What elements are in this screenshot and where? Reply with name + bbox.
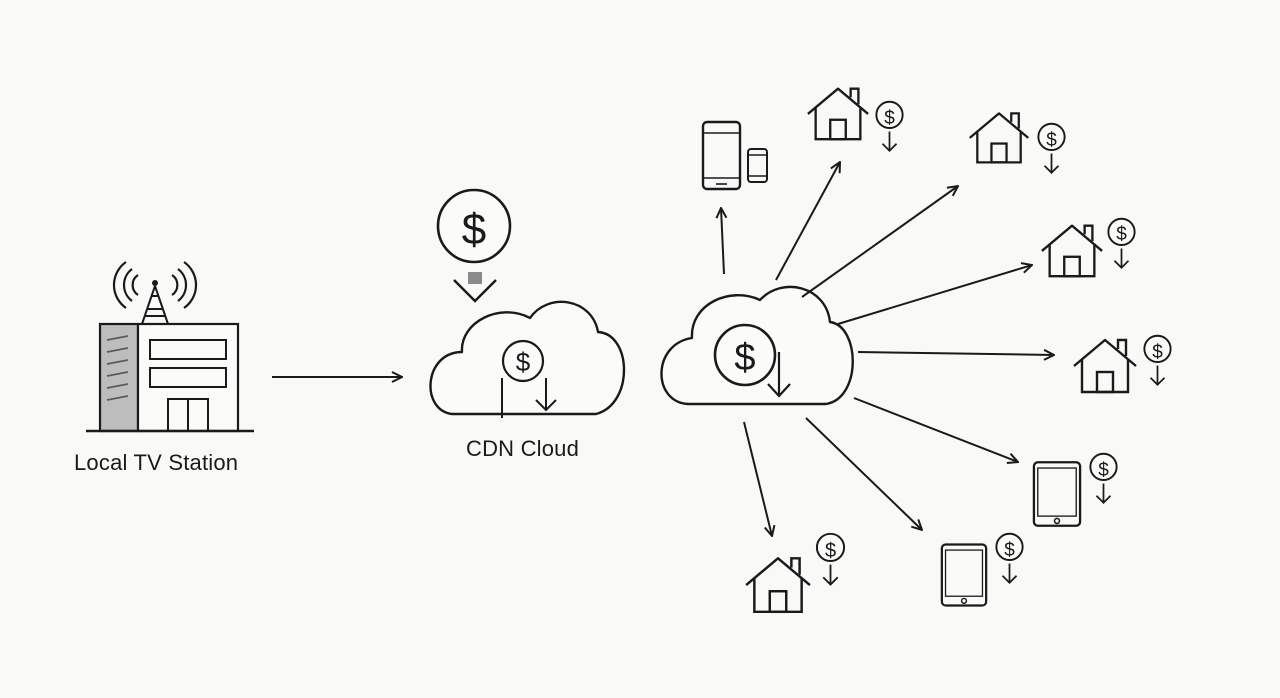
svg-text:$: $ <box>1098 460 1109 481</box>
arrow-to-house-4 <box>857 352 1054 355</box>
house-icon: $ <box>744 532 846 614</box>
arrow-to-tablet-1 <box>853 397 1018 462</box>
arrow-to-house-3 <box>837 265 1032 325</box>
cdn-cloud-icon: $ <box>429 300 626 418</box>
distribution-cloud-icon: $ <box>660 285 854 406</box>
svg-text:$: $ <box>516 347 531 377</box>
dollar-coin-icon: $ <box>436 188 512 264</box>
house-icon: $ <box>968 112 1066 174</box>
arrow-to-house-1 <box>775 162 840 281</box>
arrow-to-phones <box>721 208 724 275</box>
house-icon: $ <box>1072 334 1172 394</box>
arrow-to-house-5 <box>743 421 772 536</box>
distribution-arrows <box>721 162 1054 536</box>
svg-text:$: $ <box>1004 540 1015 561</box>
cdn-label: CDN Cloud <box>466 436 580 461</box>
tv-station-icon <box>86 261 254 433</box>
tablet-icon: $ <box>1032 452 1118 527</box>
svg-text:$: $ <box>462 205 486 254</box>
tablet-icon: $ <box>940 532 1024 607</box>
house-icon: $ <box>806 87 904 152</box>
small-phone-icon <box>747 148 768 183</box>
house-icon: $ <box>1040 217 1136 278</box>
svg-text:$: $ <box>884 108 895 129</box>
svg-text:$: $ <box>1152 342 1163 363</box>
svg-text:$: $ <box>1116 224 1127 245</box>
arrow-to-house-2 <box>801 186 958 298</box>
smartphone-icon <box>701 120 742 191</box>
station-label: Local TV Station <box>74 450 239 475</box>
svg-text:$: $ <box>734 337 755 379</box>
payment-down-arrow-icon <box>453 272 497 303</box>
arrow-to-tablet-2 <box>805 417 922 530</box>
svg-text:$: $ <box>1046 130 1057 151</box>
svg-text:$: $ <box>825 540 836 562</box>
